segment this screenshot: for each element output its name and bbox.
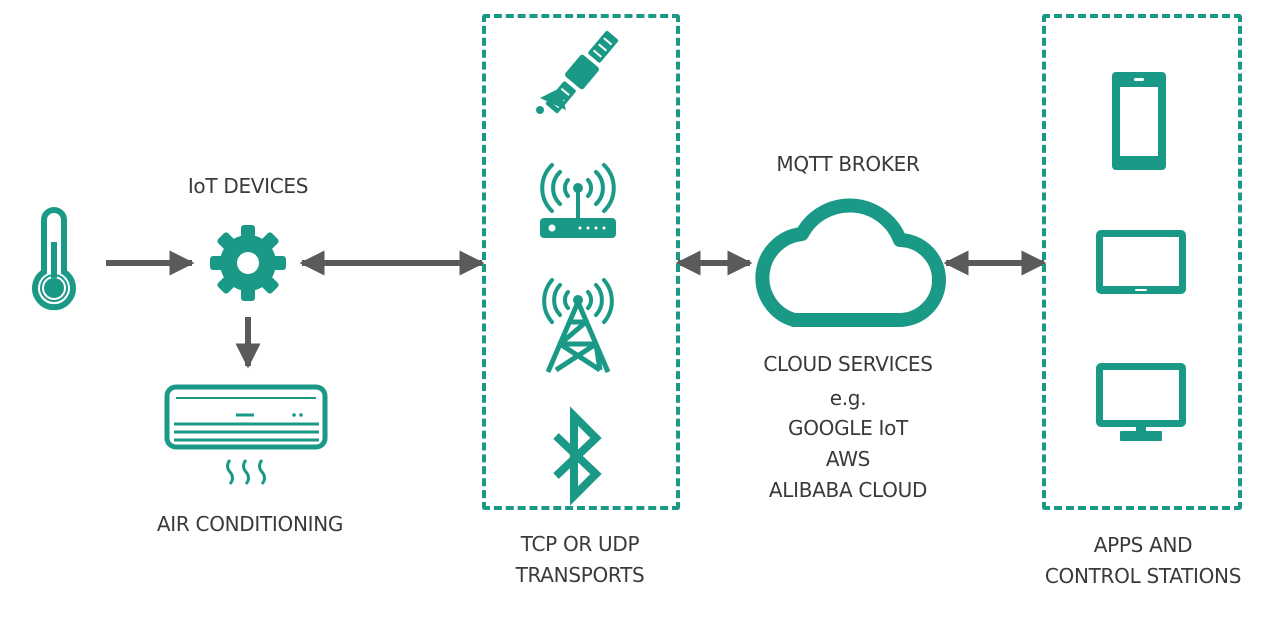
wifi-router-icon: [540, 163, 616, 238]
air-conditioner-icon: [164, 384, 328, 485]
apps-label-line1: APPS AND: [1093, 533, 1193, 557]
smartphone-icon: [1112, 72, 1166, 170]
tablet-icon: [1096, 230, 1186, 294]
cloud-icon: [755, 198, 946, 328]
transports-label-line1: TCP OR UDP: [520, 532, 640, 556]
satellite-icon: [536, 30, 619, 114]
apps-label-line2: CONTROL STATIONS: [1044, 564, 1242, 588]
cloud-services-title: CLOUD SERVICES: [763, 352, 933, 376]
transports-label-line2: TRANSPORTS: [515, 563, 645, 587]
apps-group: [1042, 14, 1242, 510]
mqtt-broker-label: MQTT BROKER: [776, 152, 920, 176]
cloud-service-item: GOOGLE IoT: [788, 416, 908, 440]
air-conditioning-label: AIR CONDITIONING: [156, 512, 344, 536]
transports-group: [482, 14, 680, 510]
gear-icon: [194, 209, 302, 317]
bluetooth-icon: [553, 406, 602, 506]
cell-tower-icon: [542, 278, 614, 373]
desktop-monitor-icon: [1096, 363, 1186, 441]
cloud-services-eg: e.g.: [829, 386, 867, 410]
thermometer-icon: [32, 207, 76, 311]
iot-devices-label: IoT DEVICES: [187, 174, 309, 198]
cloud-service-item: ALIBABA CLOUD: [768, 478, 928, 502]
cloud-service-item: AWS: [825, 447, 871, 471]
